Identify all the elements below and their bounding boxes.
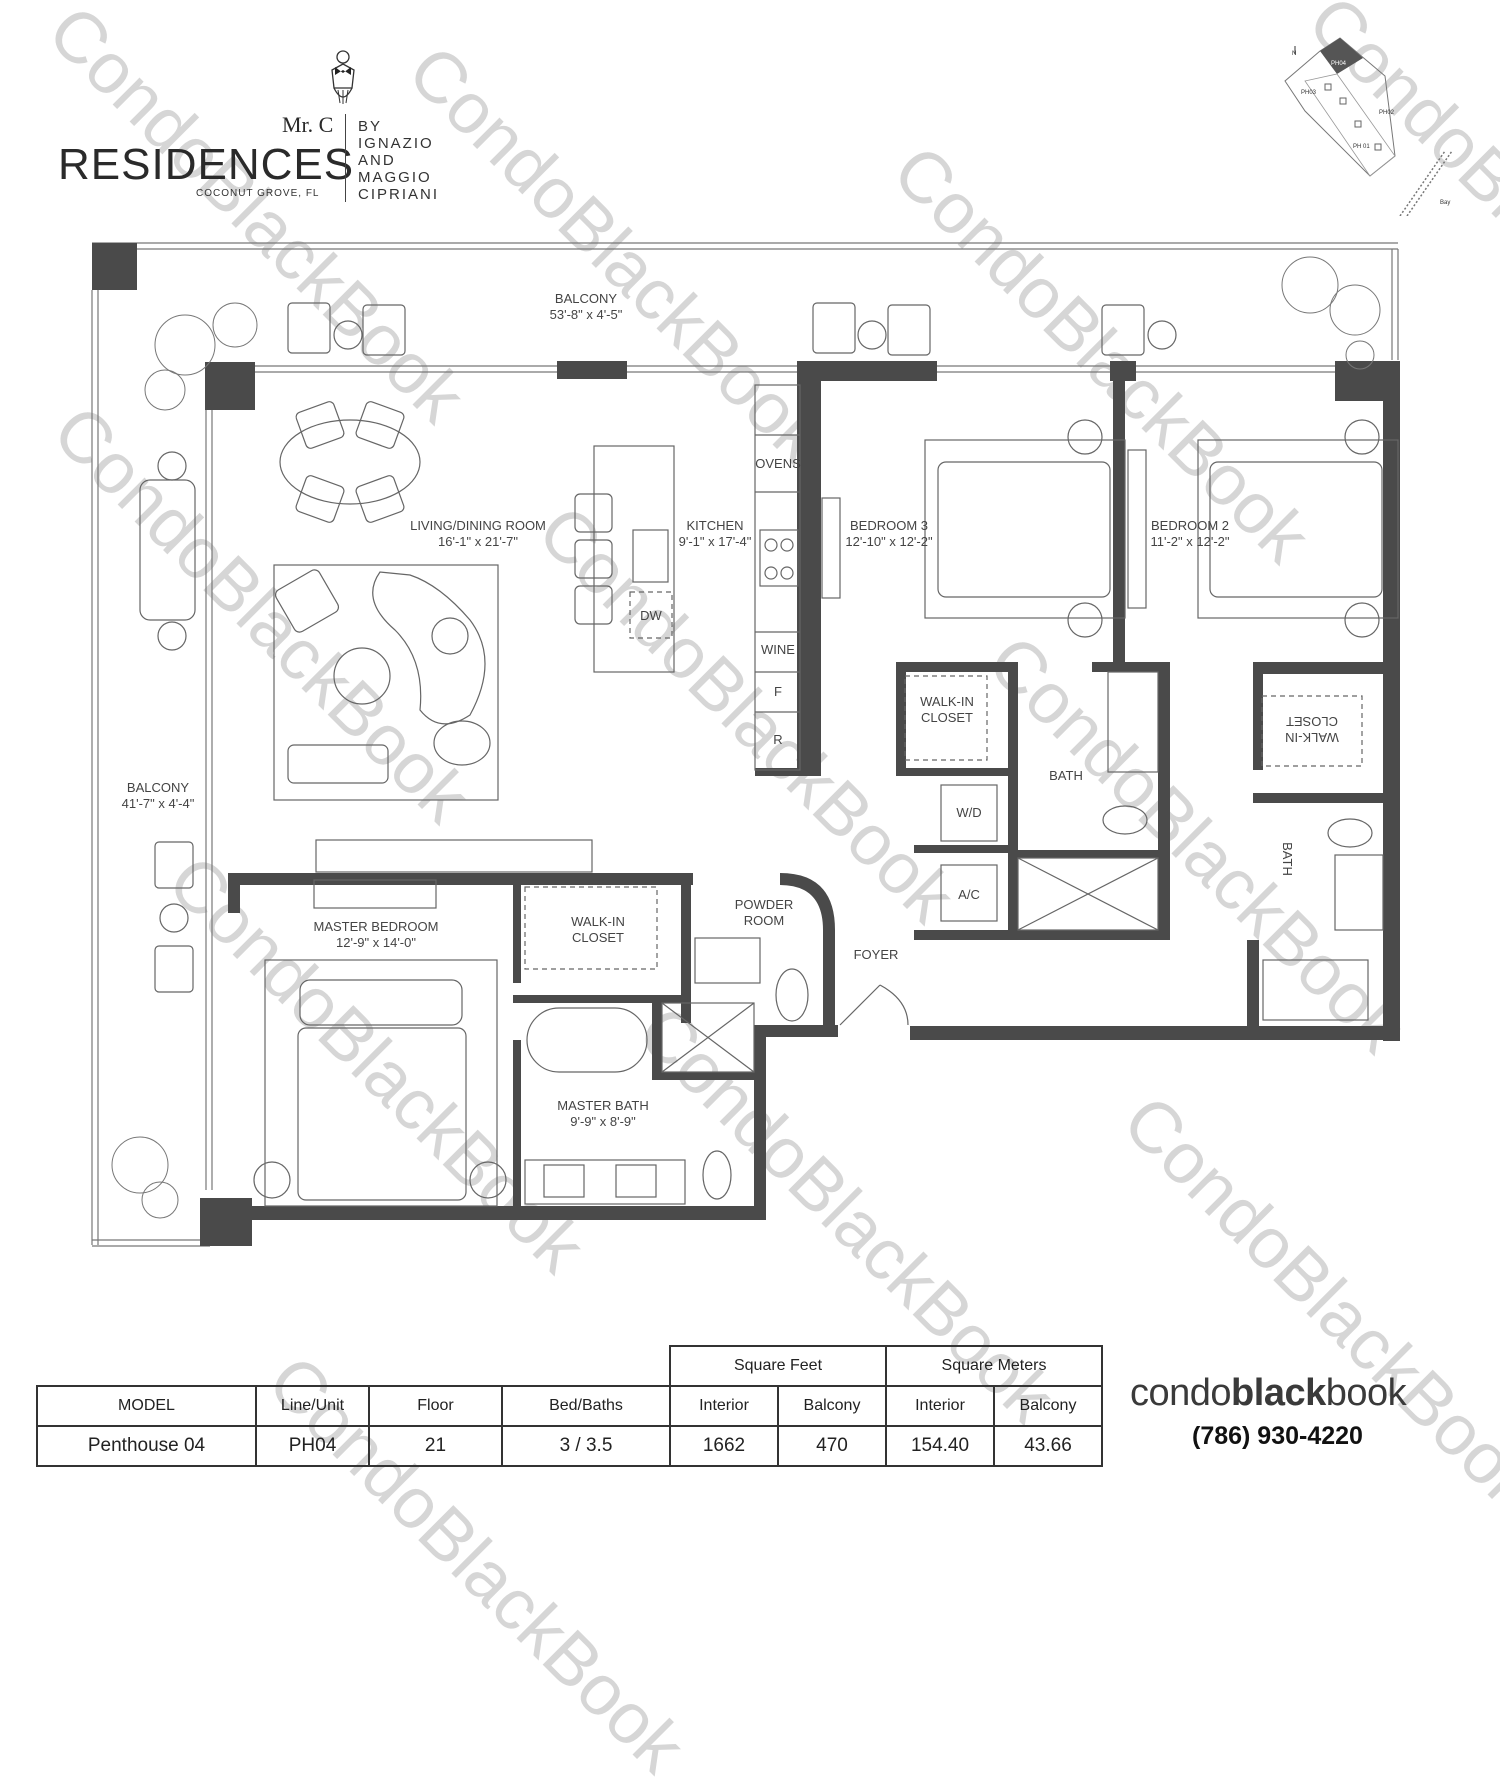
spec-header: Bed/Baths <box>501 1385 671 1427</box>
brand-phone: (786) 930-4220 <box>1192 1422 1363 1450</box>
room-ac: A/C <box>958 887 980 902</box>
spec-cell: 21 <box>368 1425 503 1467</box>
spec-table: Square Feet Square Meters MODEL Line/Uni… <box>36 1345 1103 1467</box>
brand-logo: condoblackbook <box>1130 1372 1407 1414</box>
spec-group-sqm: Square Meters <box>885 1345 1103 1387</box>
room-foyer: FOYER <box>853 947 899 962</box>
label-dishwasher: DW <box>640 608 662 623</box>
spec-cell: 43.66 <box>993 1425 1103 1467</box>
floor-plan <box>91 242 1400 1247</box>
spec-cell: 3 / 3.5 <box>501 1425 671 1467</box>
logo-mr-c: Mr. C <box>282 112 334 137</box>
key-map-north: N <box>1292 51 1297 57</box>
logo-title: RESIDENCES <box>58 140 355 189</box>
logo-divider <box>345 114 346 202</box>
logo-mark-icon <box>331 50 355 104</box>
spec-header: Balcony <box>777 1385 887 1427</box>
logo-byline: BY IGNAZIO AND MAGGIO CIPRIANI <box>358 118 440 203</box>
spec-cell: PH04 <box>255 1425 370 1467</box>
spec-group-sqft: Square Feet <box>669 1345 887 1387</box>
spec-header: MODEL <box>36 1385 257 1427</box>
spec-cell: 1662 <box>669 1425 779 1467</box>
key-map-plan <box>1284 37 1453 217</box>
label-wine: WINE <box>761 642 795 657</box>
room-bath-bedroom-3: BATH <box>1049 768 1083 783</box>
room-bath-bedroom-2: BATH <box>1280 842 1295 876</box>
spec-header: Interior <box>885 1385 995 1427</box>
spec-header: Floor <box>368 1385 503 1427</box>
label-fridge-r: R <box>773 732 783 747</box>
spec-cell: Penthouse 04 <box>36 1425 257 1467</box>
spec-header: Balcony <box>993 1385 1103 1427</box>
spec-cell: 154.40 <box>885 1425 995 1467</box>
key-map-unit: PH02 <box>1379 110 1395 116</box>
key-map-unit: PH04 <box>1331 61 1347 67</box>
spec-header: Line/Unit <box>255 1385 370 1427</box>
key-map-unit: PH03 <box>1301 90 1317 96</box>
key-map: N PH04 PH03 PH02 PH 01 Bay <box>1275 36 1475 217</box>
spec-header: Interior <box>669 1385 779 1427</box>
key-map-bay: Bay <box>1440 200 1451 206</box>
key-map-unit: PH 01 <box>1353 144 1370 150</box>
label-ovens: OVENS <box>755 456 801 471</box>
room-washer-dryer: W/D <box>956 805 982 820</box>
logo-location: COCONUT GROVE, FL <box>196 188 320 199</box>
spec-cell: 470 <box>777 1425 887 1467</box>
label-fridge-f: F <box>774 684 782 699</box>
